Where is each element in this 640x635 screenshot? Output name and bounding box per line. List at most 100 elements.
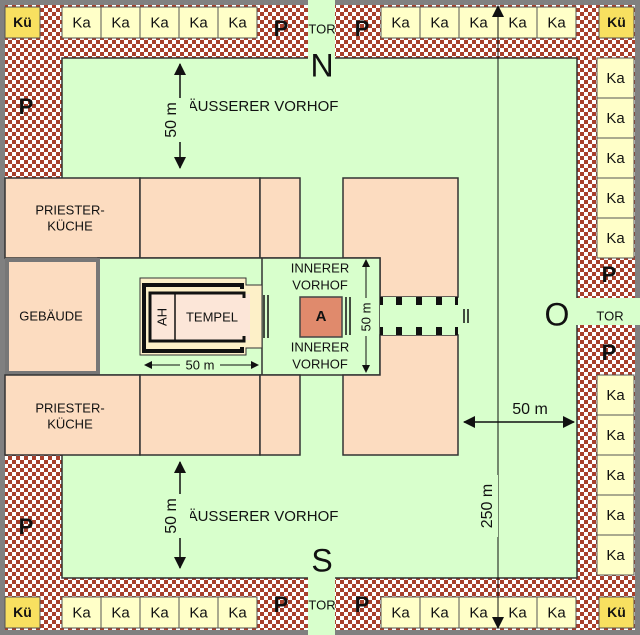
room — [139, 177, 261, 259]
chamber-label: Ka — [111, 604, 130, 621]
kitchen-corner — [598, 6, 635, 39]
north-court-depth-label: 50 m — [163, 102, 180, 138]
chamber-label: Ka — [72, 14, 91, 31]
chamber — [178, 596, 219, 629]
chamber — [596, 374, 635, 416]
east-gate — [575, 298, 640, 325]
priest-kitchen-south-line2: KÜCHE — [47, 416, 93, 431]
chamber-label: Ka — [189, 604, 208, 621]
chamber-label: Ka — [430, 14, 449, 31]
chamber-label: Ka — [606, 507, 625, 524]
temple-outer-wall — [142, 283, 244, 353]
north-label: N — [310, 47, 333, 83]
chamber-label: Ka — [606, 427, 625, 444]
chamber-label: Ka — [111, 14, 130, 31]
chamber-label: Ka — [606, 547, 625, 564]
kitchen-corner-label: Kü — [607, 604, 626, 620]
inner-court-south-line2: VORHOF — [292, 356, 348, 371]
south-court-depth-label: 50 m — [163, 498, 180, 534]
chamber-label: Ka — [228, 604, 247, 621]
temple-sanctuary — [150, 294, 250, 340]
chamber-label: Ka — [391, 604, 410, 621]
east-court-depth-label: 50 m — [512, 401, 548, 418]
north-gate — [308, 0, 335, 60]
chamber — [596, 414, 635, 456]
chamber — [61, 6, 102, 39]
chamber — [596, 534, 635, 576]
outer-court-south-label: ÄUSSERER VORHOF — [188, 508, 339, 525]
pillar-label: P — [274, 592, 289, 617]
chamber — [596, 454, 635, 496]
building — [5, 258, 100, 375]
pillar-label: P — [274, 16, 289, 41]
chamber-label: Ka — [189, 14, 208, 31]
chamber-label: Ka — [547, 14, 566, 31]
chamber — [100, 6, 141, 39]
priest-kitchen-north-line1: PRIESTER- — [35, 202, 104, 217]
priest-kitchen-south — [4, 374, 141, 456]
chamber — [596, 177, 635, 219]
east-label: O — [545, 296, 570, 332]
pillar-label: P — [602, 262, 617, 287]
chamber — [596, 137, 635, 179]
chamber — [178, 6, 219, 39]
chamber — [61, 596, 102, 629]
chamber — [536, 6, 577, 39]
chamber-label: Ka — [391, 14, 410, 31]
total-length-label: 250 m — [479, 484, 496, 528]
north-gate-label: TOR — [308, 21, 335, 36]
chamber-label: Ka — [606, 190, 625, 207]
chamber-label: Ka — [72, 604, 91, 621]
kitchen-corner-label: Kü — [13, 604, 32, 620]
chamber-label: Ka — [606, 150, 625, 167]
building-label: GEBÄUDE — [19, 308, 83, 323]
chamber — [380, 596, 421, 629]
chamber — [596, 494, 635, 536]
chamber-label: Ka — [547, 604, 566, 621]
chamber — [419, 6, 460, 39]
room — [259, 374, 301, 456]
inner-court-north-line1: INNERER — [291, 260, 350, 275]
gate-piers — [380, 297, 458, 335]
outer-court-north-label: ÄUSSERER VORHOF — [188, 98, 339, 115]
pillar-label: P — [19, 94, 34, 119]
pillar-label: P — [602, 340, 617, 365]
chamber — [536, 596, 577, 629]
south-gate-label: TOR — [308, 597, 335, 612]
inner-court-south-line1: INNERER — [291, 339, 350, 354]
chamber — [497, 6, 538, 39]
chamber-label: Ka — [606, 230, 625, 247]
south-gate — [308, 576, 335, 635]
altar-label: A — [316, 308, 327, 325]
temple-inner-wall — [148, 291, 246, 343]
chamber-label: Ka — [469, 604, 488, 621]
chamber-label: Ka — [508, 604, 527, 621]
kitchen-corner — [4, 596, 41, 629]
chamber — [139, 6, 180, 39]
holy-of-holies-label: AH — [154, 308, 169, 326]
chamber-label: Ka — [606, 70, 625, 87]
chamber — [139, 596, 180, 629]
kitchen-corner-label: Kü — [13, 14, 32, 30]
chamber-label: Ka — [150, 14, 169, 31]
inner-court-north-line2: VORHOF — [292, 277, 348, 292]
room — [139, 374, 261, 456]
inner-court-width-label: 50 m — [358, 303, 373, 332]
room — [259, 177, 301, 259]
chamber — [217, 6, 258, 39]
pillar-label: P — [19, 514, 34, 539]
kitchen-corner — [598, 596, 635, 629]
steps-icon — [263, 295, 469, 338]
priest-kitchen-north-line2: KÜCHE — [47, 218, 93, 233]
chamber-label: Ka — [150, 604, 169, 621]
chamber — [596, 97, 635, 139]
chamber-label: Ka — [430, 604, 449, 621]
temple-length-label: 50 m — [186, 357, 215, 372]
east-gate-label: TOR — [596, 308, 623, 323]
chamber-label: Ka — [606, 387, 625, 404]
chamber — [596, 217, 635, 259]
chamber-label: Ka — [469, 14, 488, 31]
chamber-label: Ka — [606, 467, 625, 484]
